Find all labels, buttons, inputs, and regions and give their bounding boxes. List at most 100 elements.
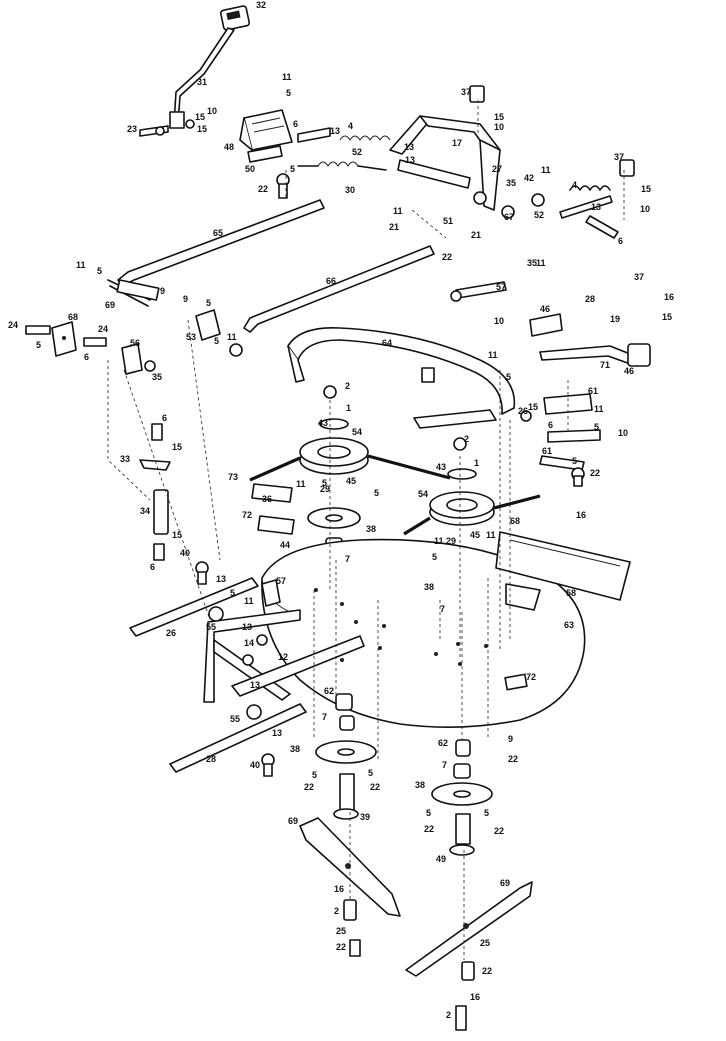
part-label: 57 bbox=[276, 576, 286, 586]
part-label: 37 bbox=[461, 87, 471, 97]
part-label: 21 bbox=[389, 222, 399, 232]
part-label: 16 bbox=[334, 884, 344, 894]
part-label: 35 bbox=[527, 258, 537, 268]
part-label: 37 bbox=[614, 152, 624, 162]
part-label: 42 bbox=[524, 173, 534, 183]
part-label: 4 bbox=[348, 121, 353, 131]
lift-links bbox=[107, 199, 435, 333]
part-label: 23 bbox=[127, 124, 137, 134]
part-label: 5 bbox=[290, 164, 295, 174]
part-label: 35 bbox=[152, 372, 162, 382]
part-label: 52 bbox=[352, 147, 362, 157]
part-label: 5 bbox=[594, 422, 599, 432]
part-label: 22 bbox=[508, 754, 518, 764]
part-label: 54 bbox=[418, 489, 428, 499]
part-label: 28 bbox=[585, 294, 595, 304]
part-label: 64 bbox=[382, 338, 392, 348]
part-label: 5 bbox=[230, 588, 235, 598]
part-label: 13 bbox=[242, 622, 252, 632]
part-label: 6 bbox=[150, 562, 155, 572]
mower-deck bbox=[251, 483, 631, 728]
part-label: 43 bbox=[436, 462, 446, 472]
part-label: 11 bbox=[227, 332, 237, 342]
part-label: 29 bbox=[446, 536, 456, 546]
deck-hangers-left bbox=[25, 309, 243, 375]
part-label: 40 bbox=[180, 548, 190, 558]
deck-links-lower bbox=[129, 561, 365, 777]
part-label: 72 bbox=[526, 672, 536, 682]
part-label: 22 bbox=[258, 184, 268, 194]
part-label: 19 bbox=[610, 314, 620, 324]
part-label: 22 bbox=[494, 826, 504, 836]
part-label: 38 bbox=[290, 744, 300, 754]
part-label: 15 bbox=[195, 112, 205, 122]
cutting-blades bbox=[299, 817, 533, 977]
part-label: 61 bbox=[588, 386, 598, 396]
part-label: 13 bbox=[272, 728, 282, 738]
part-label: 11 bbox=[282, 72, 292, 82]
part-label: 13 bbox=[591, 202, 601, 212]
part-label: 15 bbox=[172, 442, 182, 452]
belt-guard bbox=[287, 327, 516, 429]
part-label: 30 bbox=[345, 185, 355, 195]
part-label: 6 bbox=[84, 352, 89, 362]
part-label: 62 bbox=[324, 686, 334, 696]
part-label: 28 bbox=[206, 754, 216, 764]
part-label: 22 bbox=[304, 782, 314, 792]
part-label: 22 bbox=[590, 468, 600, 478]
part-label: 68 bbox=[510, 516, 520, 526]
leader-lines bbox=[107, 100, 625, 960]
part-label: 15 bbox=[197, 124, 207, 134]
part-label: 14 bbox=[244, 638, 254, 648]
part-label: 6 bbox=[162, 413, 167, 423]
part-label: 13 bbox=[216, 574, 226, 584]
part-label: 22 bbox=[482, 966, 492, 976]
part-label: 6 bbox=[618, 236, 623, 246]
part-label: 10 bbox=[207, 106, 217, 116]
part-label: 9 bbox=[183, 294, 188, 304]
part-label: 62 bbox=[438, 738, 448, 748]
part-label: 36 bbox=[262, 494, 272, 504]
part-label: 69 bbox=[288, 816, 298, 826]
part-label: 21 bbox=[471, 230, 481, 240]
part-label: 2 bbox=[345, 381, 350, 391]
part-label: 7 bbox=[442, 760, 447, 770]
part-label: 38 bbox=[366, 524, 376, 534]
part-label: 38 bbox=[424, 582, 434, 592]
part-label: 73 bbox=[228, 472, 238, 482]
part-label: 11 bbox=[434, 536, 444, 546]
blade-bolts bbox=[343, 899, 475, 1031]
part-label: 5 bbox=[484, 808, 489, 818]
part-label: 45 bbox=[470, 530, 480, 540]
part-label: 69 bbox=[105, 300, 115, 310]
part-label: 15 bbox=[494, 112, 504, 122]
part-label: 13 bbox=[404, 142, 414, 152]
part-label: 67 bbox=[504, 212, 514, 222]
part-label: 2 bbox=[446, 1010, 451, 1020]
part-label: 24 bbox=[98, 324, 108, 334]
part-label: 68 bbox=[68, 312, 78, 322]
part-label: 58 bbox=[566, 588, 576, 598]
part-label: 22 bbox=[424, 824, 434, 834]
part-label: 71 bbox=[600, 360, 610, 370]
part-label: 6 bbox=[293, 119, 298, 129]
part-label: 5 bbox=[432, 552, 437, 562]
part-label: 16 bbox=[664, 292, 674, 302]
hanger-rod-left bbox=[139, 423, 171, 561]
part-label: 5 bbox=[374, 488, 379, 498]
part-label: 27 bbox=[492, 164, 502, 174]
part-label: 5 bbox=[36, 340, 41, 350]
part-label: 22 bbox=[442, 252, 452, 262]
part-label: 15 bbox=[528, 402, 538, 412]
part-label: 40 bbox=[250, 760, 260, 770]
lift-lever-assembly bbox=[139, 5, 251, 137]
part-label: 5 bbox=[426, 808, 431, 818]
part-label: 69 bbox=[500, 878, 510, 888]
part-label: 5 bbox=[97, 266, 102, 276]
part-label: 61 bbox=[542, 446, 552, 456]
part-label: 2 bbox=[334, 906, 339, 916]
part-label: 34 bbox=[140, 506, 150, 516]
part-label: 6 bbox=[548, 420, 553, 430]
part-label: 50 bbox=[245, 164, 255, 174]
part-label: 17 bbox=[452, 138, 462, 148]
